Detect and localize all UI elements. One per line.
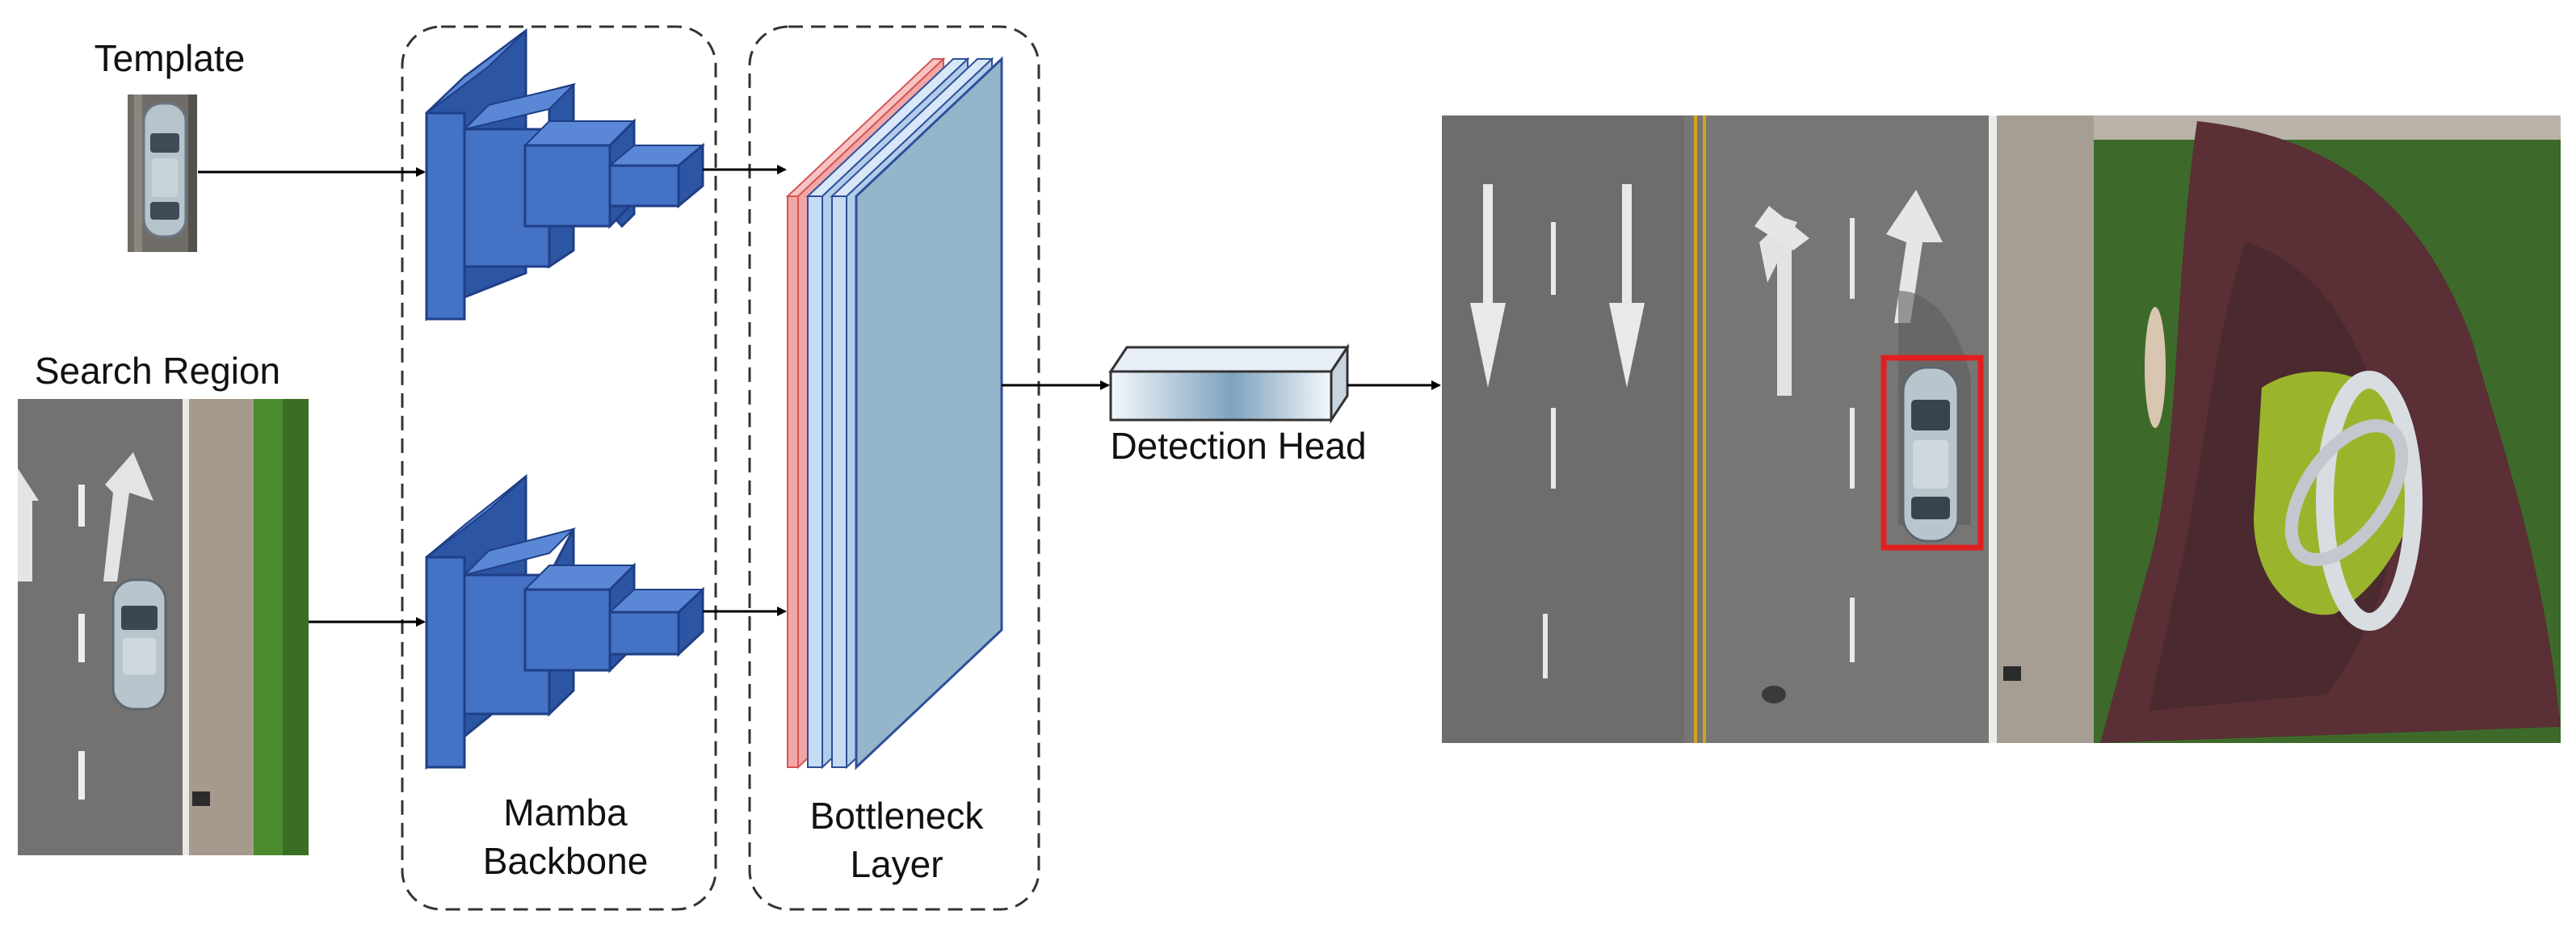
detection-head-label: Detection Head [1110, 425, 1366, 467]
template-image [128, 94, 197, 252]
template-label: Template [95, 37, 246, 79]
search-region-image [18, 399, 309, 855]
tracking-bounding-box [1881, 355, 1984, 551]
detection-head-block [1108, 343, 1350, 424]
tracking-result-image [1442, 115, 2561, 743]
bottleneck-label-line1: Bottleneck [810, 795, 985, 837]
bottleneck-layers [785, 56, 1003, 770]
backbone-bottom-blocks [425, 473, 705, 770]
bottleneck-label-line2: Layer [850, 843, 943, 885]
backbone-label-line1: Mamba [503, 791, 628, 833]
backbone-dashed-border [401, 25, 717, 911]
backbone-top-blocks [425, 28, 705, 321]
bottleneck-dashed-border [748, 25, 1040, 911]
connector-arrows [198, 165, 1441, 627]
search-region-label: Search Region [35, 350, 280, 392]
backbone-label-line2: Backbone [483, 840, 649, 882]
